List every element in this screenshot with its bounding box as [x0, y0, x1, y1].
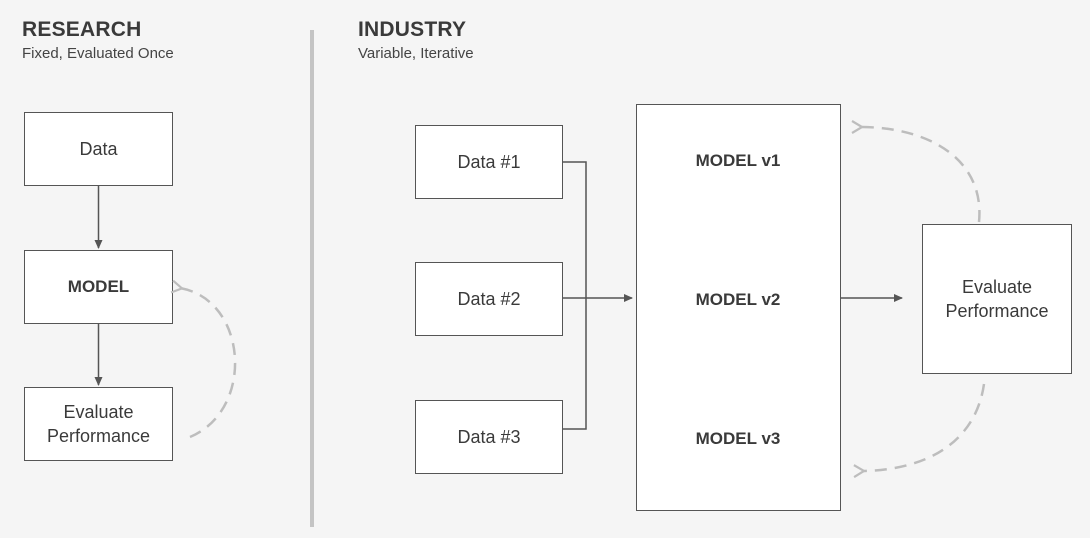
industry-data-label-2: Data #2 [457, 289, 521, 309]
research-model-label: MODEL [67, 277, 130, 296]
research-data-label: Data [79, 139, 118, 159]
research-evaluate-box: Evaluate Performance [24, 387, 173, 461]
industry-data-label-3: Data #3 [457, 427, 521, 447]
industry-subtitle: Variable, Iterative [358, 45, 474, 62]
industry-model-box [636, 104, 841, 511]
industry-data-box-1: Data #1 [415, 125, 563, 199]
model-v1-label: MODEL v1 [695, 151, 781, 170]
research-data-box: Data [24, 112, 173, 186]
industry-data-box-3: Data #3 [415, 400, 563, 474]
industry-evaluate-line1: Evaluate [961, 277, 1033, 297]
industry-data-box-2: Data #2 [415, 262, 563, 336]
research-feedback-arrow [180, 288, 237, 439]
industry-title: INDUSTRY [358, 18, 467, 41]
industry-feedback-arrow-top [860, 127, 981, 223]
model-v3-label: MODEL v3 [695, 429, 781, 448]
industry-data-label-1: Data #1 [457, 152, 521, 172]
research-title: RESEARCH [22, 18, 142, 41]
industry-feedback-arrow-bottom [862, 383, 986, 471]
section-divider [310, 30, 314, 527]
research-subtitle: Fixed, Evaluated Once [22, 45, 174, 62]
data-merge-bracket [563, 161, 587, 430]
research-evaluate-line2: Performance [46, 426, 151, 446]
industry-evaluate-box: Evaluate Performance [922, 224, 1072, 374]
research-model-box: MODEL [24, 250, 173, 324]
industry-evaluate-line2: Performance [945, 301, 1049, 321]
research-evaluate-line1: Evaluate [63, 402, 134, 422]
model-v2-label: MODEL v2 [695, 290, 781, 309]
